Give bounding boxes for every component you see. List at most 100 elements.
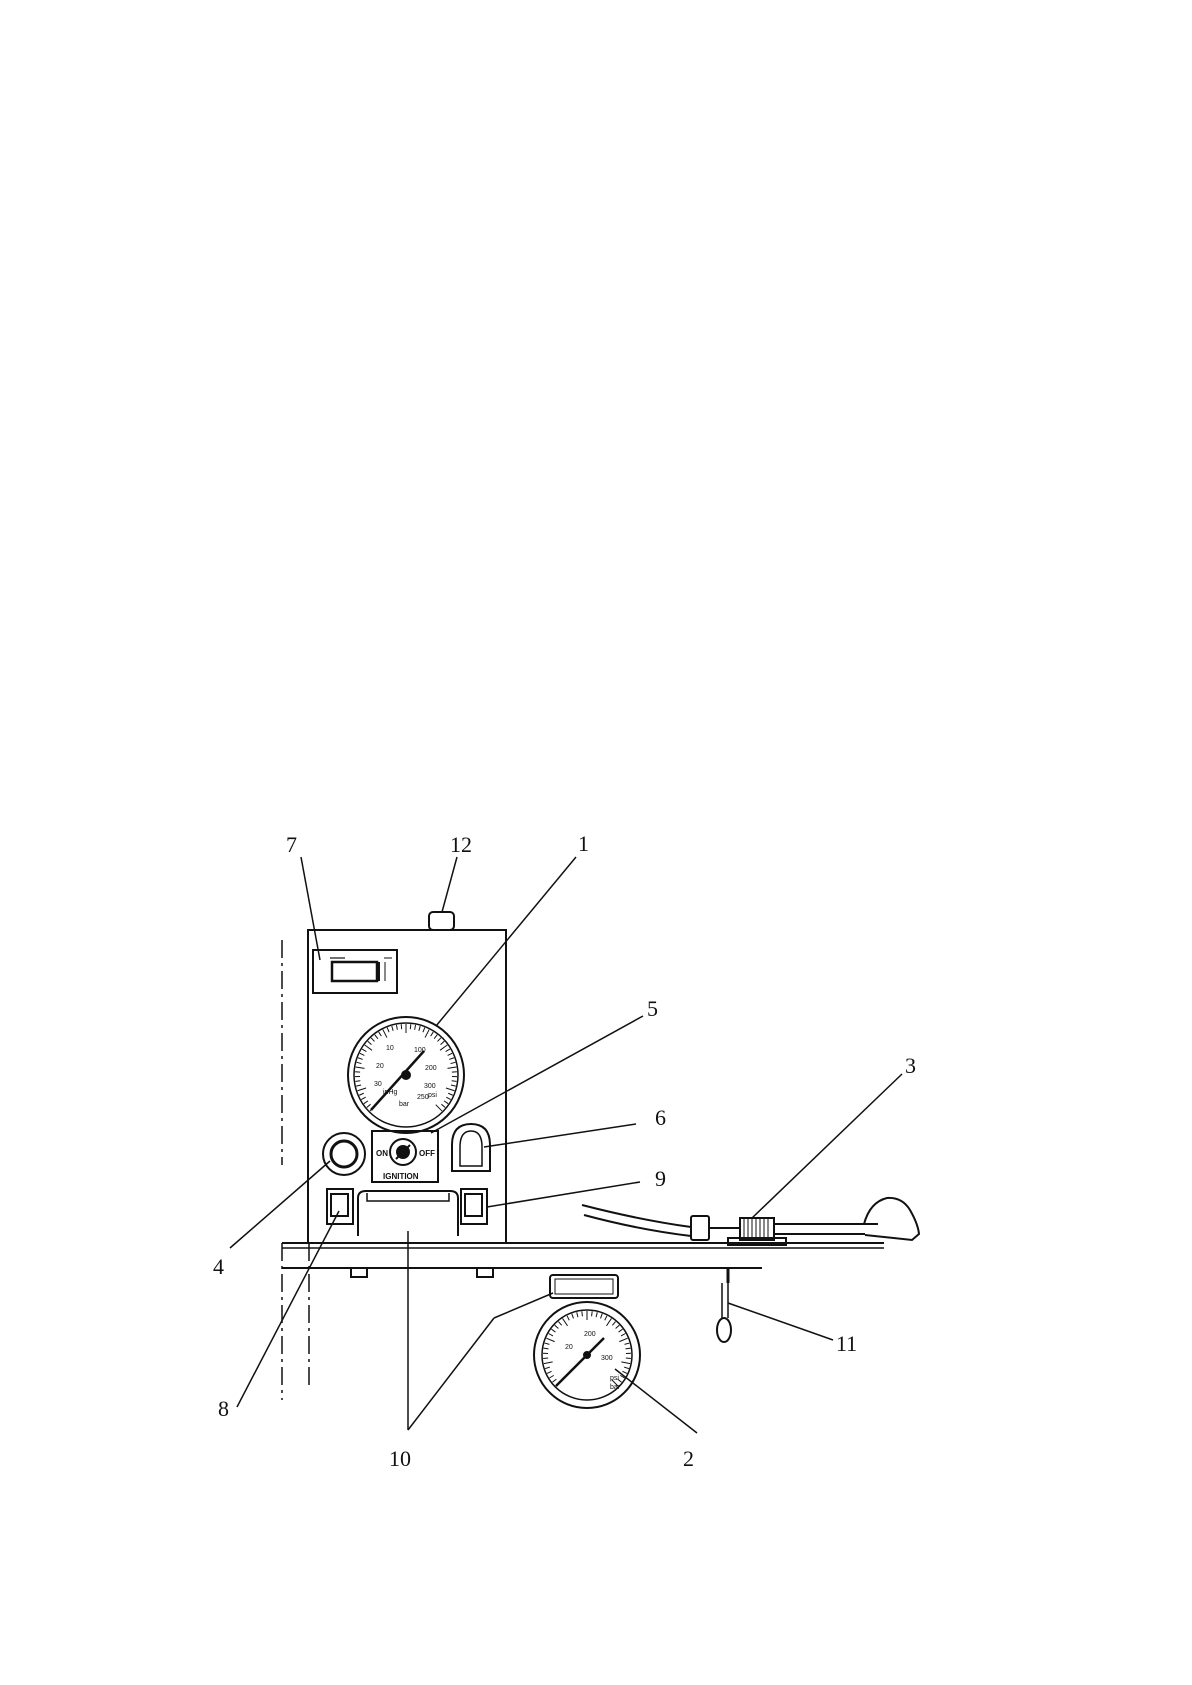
- gauge-tick: [392, 1026, 393, 1031]
- callout-numbers: 7 12 1 5 3 6 9 4 11 8 10 2: [213, 831, 916, 1471]
- gauge-needle: [556, 1338, 604, 1386]
- callout-6: 6: [655, 1105, 666, 1130]
- gauge-tick: [549, 1375, 553, 1378]
- gauge-tick: [449, 1058, 454, 1060]
- gauge-tick: [600, 1314, 602, 1319]
- gauge-outer-label: 300: [424, 1083, 436, 1090]
- gauge-unit-label: bar: [399, 1101, 410, 1108]
- gauge-tick: [605, 1316, 607, 1320]
- gauge-tick: [572, 1314, 574, 1319]
- lower-indicator: [550, 1275, 618, 1298]
- callout-12: 12: [450, 832, 472, 857]
- gauge-tick: [396, 1025, 397, 1030]
- gauge-tick: [546, 1338, 554, 1341]
- gauge-tick: [447, 1067, 456, 1068]
- panel-opening: [358, 1191, 458, 1236]
- gauge-tick: [364, 1101, 368, 1104]
- gauge-tick: [446, 1088, 455, 1091]
- gauge-tick: [551, 1329, 555, 1332]
- gauge-scale-label: 200: [584, 1331, 596, 1338]
- gauge-tick: [440, 1045, 447, 1050]
- gauge-tick: [387, 1028, 389, 1033]
- hose-and-wand: [582, 1198, 919, 1245]
- gauge-tick: [446, 1097, 450, 1099]
- callout-9: 9: [655, 1166, 666, 1191]
- ignition-label: IGNITION: [383, 1172, 419, 1181]
- gauge-tick: [355, 1081, 360, 1082]
- gauge-tick: [359, 1093, 364, 1095]
- gauge-tick: [437, 1038, 440, 1042]
- gauge-unit-label: psi: [610, 1375, 619, 1382]
- foot: [477, 1268, 493, 1277]
- callout-5: 5: [647, 996, 658, 1021]
- gauge-tick: [619, 1329, 623, 1332]
- gauge-tick: [549, 1334, 553, 1336]
- gauge-scale-label: 20: [565, 1344, 573, 1351]
- gauge-tick: [431, 1032, 434, 1036]
- callout-7: 7: [286, 832, 297, 857]
- lever-handle: [717, 1268, 731, 1342]
- lower-pressure-gauge: [534, 1302, 640, 1408]
- gauge-tick: [425, 1030, 429, 1038]
- gauge-tick: [356, 1067, 365, 1068]
- gauge-tick: [367, 1104, 371, 1107]
- gauge-tick: [436, 1105, 442, 1111]
- gauge-tick: [356, 1085, 361, 1086]
- gauge-inner-label: 20: [376, 1063, 384, 1070]
- gauge-tick: [444, 1101, 448, 1104]
- gauge-tick: [606, 1318, 611, 1325]
- gauge-tick: [379, 1032, 382, 1036]
- callout-8: 8: [218, 1396, 229, 1421]
- gauge-tick: [358, 1058, 363, 1060]
- gauge-tick: [362, 1049, 366, 1052]
- gauge-unit-label: inHg: [383, 1089, 398, 1096]
- gauge-tick: [419, 1026, 420, 1031]
- base-table: [282, 1243, 884, 1268]
- callout-1: 1: [578, 831, 589, 856]
- gauge-tick: [360, 1053, 365, 1055]
- gauge-tick: [622, 1371, 627, 1373]
- gauge-tick: [451, 1085, 456, 1086]
- callout-2: 2: [683, 1446, 694, 1471]
- gauge-tick: [612, 1322, 615, 1326]
- gauge-tick: [625, 1343, 630, 1344]
- gauge-2-labels: 20 200 300 psi bar: [565, 1331, 621, 1391]
- left-rocker-switch: [327, 1189, 353, 1224]
- gauge-outer-label: 100: [414, 1047, 426, 1054]
- gauge-tick: [441, 1104, 445, 1107]
- gauge-tick: [621, 1334, 625, 1336]
- callout-11: 11: [836, 1331, 857, 1356]
- gauge-tick: [547, 1371, 552, 1373]
- vacuum-pressure-gauge: [348, 1017, 464, 1133]
- gauge-tick: [577, 1312, 578, 1317]
- callout-10: 10: [389, 1446, 411, 1471]
- gauge-tick: [446, 1049, 450, 1052]
- gauge-tick: [544, 1348, 549, 1349]
- gauge-tick: [383, 1030, 387, 1038]
- gauge-tick: [375, 1035, 378, 1039]
- gauge-tick: [452, 1081, 457, 1082]
- gauge-tick: [545, 1343, 550, 1344]
- gauge-outer-label: 200: [425, 1065, 437, 1072]
- round-push-button: [323, 1133, 365, 1175]
- gauge-inner-label: 30: [374, 1081, 382, 1088]
- gauge-tick: [596, 1312, 597, 1317]
- gauge-tick: [558, 1322, 561, 1326]
- gauge-tick: [415, 1025, 416, 1030]
- gauge-tick: [592, 1311, 593, 1316]
- gauge-tick: [619, 1338, 627, 1341]
- gauge-unit-label: psi: [428, 1092, 437, 1099]
- gauge-unit-label: bar: [610, 1384, 621, 1391]
- gauge-tick: [448, 1053, 453, 1055]
- gauge-tick: [555, 1325, 559, 1328]
- right-rocker-switch: [461, 1189, 487, 1224]
- gauge-tick: [357, 1088, 366, 1091]
- reference-centerlines: [282, 940, 309, 1400]
- switch-on-label: ON: [376, 1149, 388, 1158]
- gauge-tick: [357, 1062, 362, 1063]
- gauge-tick: [441, 1041, 445, 1044]
- foot: [351, 1268, 367, 1277]
- gauge-scale-label: 300: [601, 1355, 613, 1362]
- gauge-inner-label: 10: [386, 1045, 394, 1052]
- gauge-tick: [423, 1028, 425, 1033]
